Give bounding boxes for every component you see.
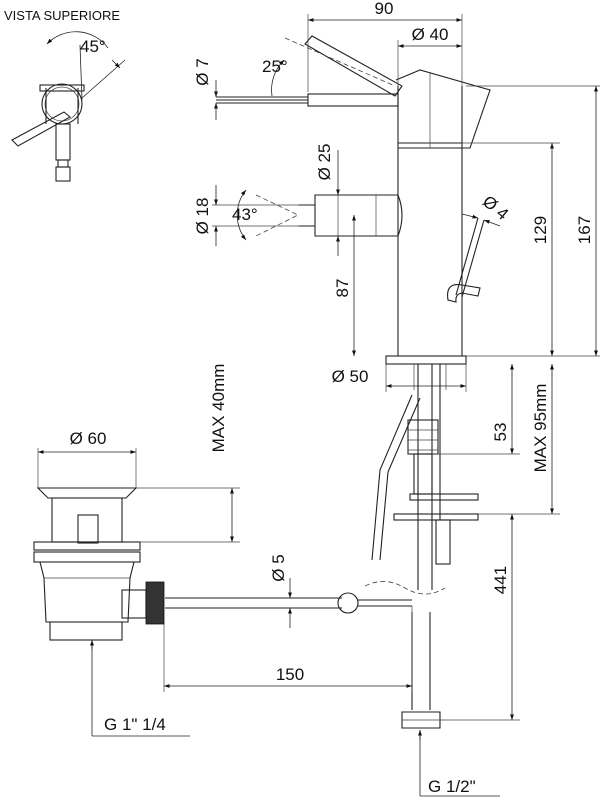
label-dia-40: Ø 40 [412,25,449,44]
label-53: 53 [491,423,510,442]
label-max-40: MAX 40mm [209,364,228,453]
fixing-plate [409,493,479,501]
mixer-base [385,355,467,365]
top-view: VISTA SUPERIORE 45° [4,8,126,182]
label-150: 150 [276,665,304,684]
mixer-body [397,86,463,356]
label-90: 90 [375,0,394,18]
label-dia-18: Ø 18 [193,198,212,235]
label-87: 87 [333,279,352,298]
top-view-body [41,83,83,125]
dimension-labels: 90 Ø 40 Ø 7 25° Ø 25 Ø 18 43° Ø 4 129 16… [70,0,594,796]
label-dia-50: Ø 50 [332,367,369,386]
label-129: 129 [531,216,550,244]
lever [304,35,403,97]
thread-waste-label: G 1" 1/4 [104,715,166,734]
label-dia-25: Ø 25 [315,144,334,181]
waste-flange [36,487,138,499]
view-label: VISTA SUPERIORE [4,8,120,23]
label-dia-60: Ø 60 [70,429,107,448]
flex-hose [371,394,421,561]
mixer-elevation [216,35,491,390]
label-angle-25: 25° [262,57,288,76]
linkage-ball [337,592,359,614]
label-dia-4: Ø 4 [479,192,512,224]
spout [307,93,399,107]
dimension-lines [37,14,600,797]
thread-supply-label: G 1/2" [428,777,476,796]
popup-rod [455,217,485,298]
label-angle-43: 43° [232,205,258,224]
waste-assembly [33,487,165,641]
label-167: 167 [575,216,594,244]
diverter [314,194,403,237]
knurled-nut [145,581,165,625]
label-dia-5: Ø 5 [269,554,288,581]
waste-body [39,561,135,623]
piping [165,364,479,729]
top-angle-label: 45° [80,37,106,56]
label-dia-7: Ø 7 [193,58,212,85]
label-441: 441 [491,566,510,594]
label-max-95: MAX 95mm [531,384,550,473]
